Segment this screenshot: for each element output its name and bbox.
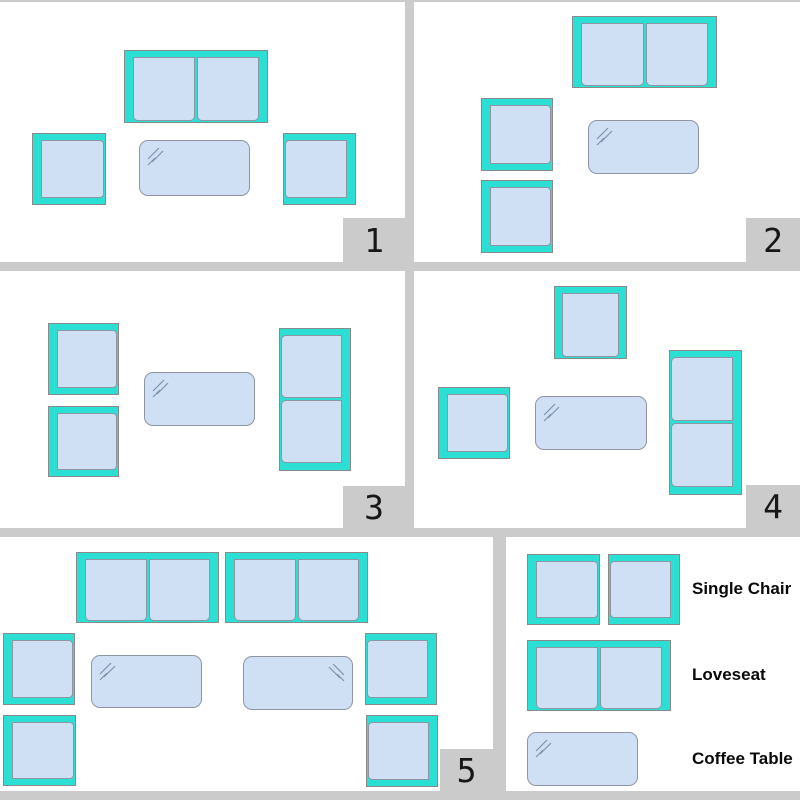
single-chair [283, 133, 356, 205]
legend-label-coffee-table: Coffee Table [692, 749, 793, 768]
panel-number-badge: 5 [440, 749, 493, 791]
seat-cushion [285, 140, 347, 198]
seat-cushion [562, 293, 619, 357]
legend-panel: Single Chair Loveseat Coffee Table [506, 537, 800, 791]
seat-cushion [41, 140, 104, 198]
panel-number-badge: 1 [343, 218, 405, 262]
panel-number-badge: 3 [343, 486, 405, 528]
table-glass-shine-icon [535, 739, 552, 758]
coffee-table [535, 396, 647, 450]
seat-cushion [57, 413, 117, 470]
layout-panel-5: 5 [0, 537, 493, 791]
single-chair [527, 554, 600, 625]
seat-cushion [581, 23, 644, 86]
seat-cushion [447, 394, 508, 452]
table-glass-shine-icon [147, 147, 164, 166]
seat-cushion [57, 330, 117, 388]
seat-cushion [148, 559, 210, 621]
seat-cushion [600, 647, 662, 709]
single-chair [48, 406, 119, 477]
single-chair [554, 286, 627, 359]
seat-cushion [12, 640, 73, 698]
table-glass-shine-icon [596, 127, 613, 146]
single-chair [481, 180, 553, 253]
coffee-table [527, 732, 638, 786]
seat-cushion [281, 400, 342, 463]
single-chair [365, 633, 437, 705]
seat-cushion [367, 640, 428, 698]
table-glass-shine-icon [543, 403, 560, 422]
table-glass-shine-icon [152, 379, 169, 398]
single-chair [366, 715, 438, 787]
seat-cushion [671, 357, 733, 421]
seat-cushion [671, 423, 733, 487]
single-chair [3, 715, 76, 786]
layout-panel-2: 2 [414, 2, 800, 262]
legend-label-single-chair: Single Chair [692, 579, 792, 598]
single-chair [3, 633, 75, 705]
seat-cushion [197, 57, 259, 121]
layout-panel-3: 3 [0, 271, 405, 528]
coffee-table [91, 655, 202, 708]
loveseat [527, 640, 671, 711]
seat-cushion [536, 647, 598, 709]
seat-cushion [133, 57, 195, 121]
seat-cushion [490, 105, 551, 164]
loveseat [669, 350, 742, 495]
table-glass-shine-icon [328, 663, 345, 682]
loveseat [76, 552, 219, 623]
loveseat [225, 552, 368, 623]
legend-label-loveseat: Loveseat [692, 665, 766, 684]
coffee-table [588, 120, 699, 174]
single-chair [608, 554, 680, 625]
loveseat [572, 16, 717, 88]
single-chair [48, 323, 119, 395]
seat-cushion [536, 561, 598, 618]
single-chair [438, 387, 510, 459]
panel-number-badge: 2 [746, 218, 800, 262]
seat-cushion [368, 722, 429, 780]
coffee-table [139, 140, 250, 196]
loveseat [279, 328, 351, 471]
loveseat [124, 50, 268, 123]
seat-cushion [281, 335, 342, 398]
panel-number-badge: 4 [746, 485, 800, 528]
seat-cushion [610, 561, 671, 618]
seat-cushion [490, 187, 551, 246]
seat-cushion [85, 559, 147, 621]
layout-panel-1: 1 [0, 2, 405, 262]
seat-cushion [234, 559, 296, 621]
single-chair [32, 133, 106, 205]
coffee-table [144, 372, 255, 426]
seat-cushion [645, 23, 708, 86]
seat-cushion [12, 722, 74, 779]
single-chair [481, 98, 553, 171]
table-glass-shine-icon [99, 662, 116, 681]
coffee-table [243, 656, 353, 710]
layout-panel-4: 4 [414, 271, 800, 528]
seat-cushion [297, 559, 359, 621]
